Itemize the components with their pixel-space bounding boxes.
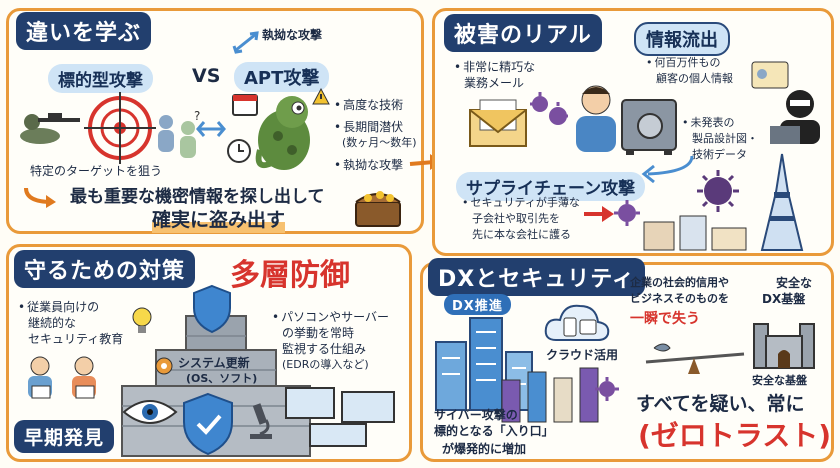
education-1: 従業員向けの (18, 300, 99, 316)
calendar-icon (232, 94, 258, 116)
id-card-icon (751, 61, 789, 89)
warning-icon (312, 88, 330, 105)
office-worker-icon (576, 85, 616, 152)
buildings-icon (643, 215, 747, 251)
zero-trust-text: (ゼロトラスト) (638, 419, 832, 452)
monitors-icon (285, 387, 395, 447)
doubt-text: すべてを疑い、常に (636, 393, 805, 415)
foundation-label: 安全な基盤 (752, 374, 807, 387)
supply-text-1: セキュリティが手薄な (462, 196, 580, 210)
update-label-2: (OS、ソフト) (186, 372, 258, 385)
entry-text-2: 標的となる「入り口」 (434, 424, 554, 438)
education-3: セキュリティ教育 (28, 332, 124, 346)
email-label-1: 非常に精巧な (454, 60, 535, 76)
eye-icon (122, 400, 178, 424)
supply-text-2: 子会社や取引先を (472, 212, 560, 225)
supply-header-pill: サプライチェーン攻撃 (456, 172, 646, 201)
cloud-devices-icon (544, 304, 610, 341)
svg-text:?: ? (194, 109, 200, 123)
horizontal-double-arrow-icon (196, 121, 226, 137)
big-virus-icon (697, 170, 739, 212)
trust-text-3: 一瞬で失う (630, 311, 700, 327)
clock-icon (227, 139, 251, 163)
chameleon-icon (255, 96, 310, 170)
monitor-text-4: (EDRの導入など) (282, 358, 369, 371)
apt-point-2: 長期間潜伏 (334, 120, 403, 136)
sniper-icon (20, 113, 80, 144)
scale-icon (645, 343, 745, 374)
shield-icon (193, 284, 231, 334)
leak-header-pill: 情報流出 (634, 22, 730, 56)
lightbulb-icon (132, 307, 152, 333)
safe-dx-2: DX基盤 (762, 292, 806, 306)
safe-icon (621, 99, 677, 155)
microscope-icon (250, 403, 272, 439)
targeted-attack-pill: 標的型攻撃 (48, 64, 153, 93)
curved-arrow-icon (24, 187, 56, 208)
dx-header: DXとセキュリティ (428, 258, 645, 296)
leak-point-5: 技術データ (692, 148, 747, 161)
hacker-icon (770, 90, 820, 144)
leak-point-3: 未発表の (682, 116, 735, 130)
monitor-text-2: の挙動を常時 (282, 326, 355, 340)
treasure-chest-icon (355, 191, 401, 227)
update-label-1: システム更新 (178, 356, 250, 370)
entry-text-3: が爆発的に増加 (442, 442, 527, 456)
gear-icon (155, 357, 173, 375)
double-arrow-icon (232, 31, 259, 54)
trust-text-2: ビジネスそのものを (630, 292, 729, 305)
castle-icon (753, 323, 815, 369)
target-specific-text: 特定のターゲットを狙う (30, 164, 163, 178)
large-shield-icon (183, 392, 233, 456)
students-icon (28, 356, 96, 399)
virus-icon (530, 92, 568, 125)
cloud-label: クラウド活用 (546, 348, 619, 362)
entry-text-1: サイバー攻撃の (434, 408, 518, 422)
apt-point-1: 高度な技術 (334, 98, 403, 114)
envelope-icon (469, 99, 527, 147)
monitor-text-1: パソコンやサーバー (272, 310, 389, 326)
leak-point-4: 製品設計図・ (692, 132, 758, 145)
tower-icon (760, 153, 804, 251)
vs-label: VS (192, 65, 221, 87)
apt-point-2-sub: (数ヶ月〜数年) (342, 136, 417, 149)
dx-badge: DX推進 (444, 294, 511, 315)
apt-point-3: 執拗な攻撃 (334, 158, 403, 174)
virus-dx-icon (595, 377, 619, 401)
trust-text-1: 企業の社会的信用や (630, 276, 729, 289)
doors-icon (501, 367, 599, 423)
multilayer-title: 多層防御 (230, 258, 350, 293)
goal-line-2: 確実に盗み出す (152, 208, 286, 233)
persistent-attack-top: 執拗な攻撃 (262, 28, 323, 42)
virus-small-icon (614, 200, 640, 226)
supply-text-3: 先に本な会社に護る (472, 228, 571, 241)
crosshair-target-icon (84, 92, 156, 164)
leak-point-2: 顧客の個人情報 (656, 72, 733, 85)
goal-line-1: 最も重要な機密情報を探し出して (70, 187, 325, 207)
defense-header: 守るための対策 (14, 250, 196, 288)
leak-point-1: 何百万件もの (646, 56, 721, 70)
monitor-text-3: 監視する仕組み (282, 342, 367, 356)
supply-chain-arrow-icon (584, 206, 614, 222)
return-arrow-icon (641, 155, 694, 184)
apt-attack-pill: APT攻撃 (234, 62, 330, 92)
damage-header: 被害のリアル (444, 14, 602, 52)
people-icon: ? (158, 109, 200, 158)
safe-dx-1: 安全な (776, 276, 813, 290)
learn-header: 違いを学ぶ (16, 12, 152, 50)
education-2: 継続的な (28, 316, 77, 330)
email-label-2: 業務メール (464, 76, 525, 90)
early-detection-label: 早期発見 (14, 420, 115, 453)
